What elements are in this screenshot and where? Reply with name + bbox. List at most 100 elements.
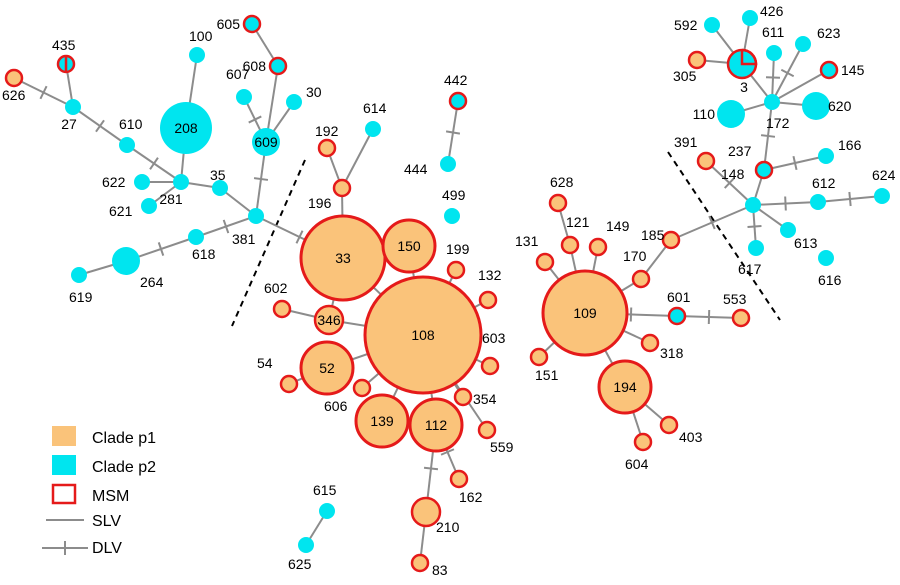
label-621: 621 [109, 203, 133, 219]
node-605 [244, 16, 260, 32]
node-592 [704, 17, 720, 33]
node-110 [717, 100, 745, 128]
node-145 [821, 62, 837, 78]
node-381 [248, 208, 264, 224]
node-199 [448, 262, 464, 278]
label-121: 121 [566, 214, 590, 230]
legend-label-slv: SLV [92, 513, 121, 530]
label-609: 609 [254, 134, 278, 150]
node-131 [537, 254, 553, 270]
label-624: 624 [872, 167, 896, 183]
label-52: 52 [319, 360, 335, 376]
node-621 [141, 198, 157, 214]
legend-label-clade-p2: Clade p2 [92, 459, 156, 476]
node-426 [742, 10, 758, 26]
label-237: 237 [728, 143, 752, 159]
label-132: 132 [478, 267, 502, 283]
node-614 [365, 121, 381, 137]
label-559: 559 [490, 439, 514, 455]
node-604 [635, 434, 651, 450]
nodes-layer [6, 10, 890, 571]
dlv-tick-237-172 [761, 135, 775, 137]
node-100 [189, 47, 205, 63]
node-602 [274, 301, 290, 317]
node-166 [818, 148, 834, 164]
label-100: 100 [189, 28, 213, 44]
legend-label-clade-p1: Clade p1 [92, 430, 156, 447]
label-606: 606 [324, 398, 348, 414]
label-435: 435 [52, 37, 76, 53]
label-33: 33 [335, 250, 351, 266]
node-391 [698, 153, 714, 169]
label-185: 185 [641, 227, 665, 243]
node-149 [590, 239, 606, 255]
label-151: 151 [535, 367, 559, 383]
label-162: 162 [459, 489, 483, 505]
node-603 [482, 358, 498, 374]
node-622 [134, 174, 150, 190]
label-108: 108 [411, 327, 435, 343]
label-605: 605 [217, 16, 241, 32]
label-145: 145 [841, 62, 865, 78]
legend-label-dlv: DLV [92, 540, 122, 557]
node-611 [766, 45, 782, 61]
node-616 [818, 250, 834, 266]
node-185 [663, 232, 679, 248]
node-617 [748, 240, 764, 256]
label-109: 109 [573, 305, 597, 321]
dlv-tick-609-381 [254, 178, 268, 180]
label-346: 346 [317, 312, 341, 328]
dlv-tick-612-624 [849, 192, 850, 206]
node-612 [810, 194, 826, 210]
node-27 [65, 99, 81, 115]
node-442 [450, 93, 466, 109]
node-619 [71, 267, 87, 283]
label-30: 30 [306, 84, 322, 100]
dlv-tick-148-617 [748, 226, 762, 227]
node-354 [455, 389, 471, 405]
label-616: 616 [818, 272, 842, 288]
node-83 [412, 555, 428, 571]
legend: Clade p1 Clade p2 MSM SLV DLV [42, 426, 156, 557]
node-192 [319, 140, 335, 156]
label-281: 281 [159, 191, 183, 207]
label-626: 626 [2, 87, 26, 103]
legend-label-msm: MSM [92, 488, 129, 505]
label-172: 172 [766, 115, 790, 131]
node-615 [319, 503, 335, 519]
dlv-tick-172-623 [781, 70, 793, 77]
label-623: 623 [817, 25, 841, 41]
node-559 [479, 422, 495, 438]
label-150: 150 [397, 238, 421, 254]
label-618: 618 [192, 246, 216, 262]
node-121 [562, 237, 578, 253]
label-210: 210 [436, 519, 460, 535]
node-628 [550, 195, 566, 211]
label-199: 199 [446, 241, 470, 257]
node-162 [451, 471, 467, 487]
label-318: 318 [660, 345, 684, 361]
node-172 [764, 94, 780, 110]
node-625 [298, 537, 314, 553]
edge-196-614 [342, 129, 373, 188]
node-196 [334, 180, 350, 196]
label-615: 615 [313, 482, 337, 498]
dlv-tick-210-112 [424, 468, 438, 470]
node-281 [173, 174, 189, 190]
node-151 [531, 349, 547, 365]
dlv-tick-610-281 [150, 158, 158, 170]
label-603: 603 [482, 330, 506, 346]
label-208: 208 [174, 120, 198, 136]
label-604: 604 [625, 456, 649, 472]
node-553 [733, 310, 749, 326]
node-624 [874, 188, 890, 204]
label-625: 625 [288, 556, 312, 572]
label-553: 553 [723, 291, 747, 307]
node-601 [669, 308, 685, 324]
label-194: 194 [613, 379, 637, 395]
node-444 [440, 156, 456, 172]
label-354: 354 [473, 391, 497, 407]
dlv-tick-442-444 [446, 131, 460, 133]
node-608 [270, 58, 286, 74]
